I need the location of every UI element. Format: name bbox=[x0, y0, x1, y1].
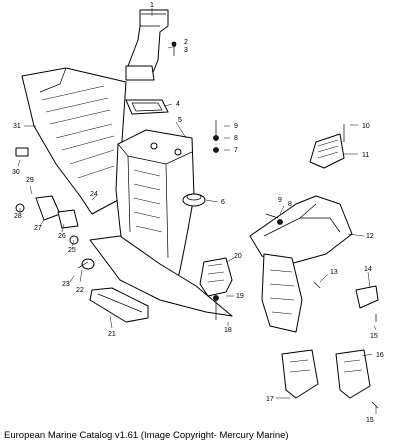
part-pump bbox=[199, 257, 233, 297]
callout-10: 10 bbox=[362, 123, 370, 130]
callout-7: 7 bbox=[234, 147, 238, 154]
part-washer bbox=[81, 258, 95, 270]
callout-14: 14 bbox=[364, 266, 372, 273]
callout-11: 11 bbox=[362, 152, 369, 159]
callout-29: 29 bbox=[26, 177, 34, 184]
callout-26: 26 bbox=[58, 233, 66, 240]
callout-4: 4 bbox=[176, 101, 180, 108]
callout-9a: 9 bbox=[234, 123, 238, 130]
callout-21: 21 bbox=[108, 331, 116, 338]
part-gasket bbox=[125, 99, 169, 115]
callout-24: 24 bbox=[90, 191, 98, 198]
callout-15b: 15 bbox=[366, 417, 374, 424]
callout-12: 12 bbox=[366, 233, 374, 240]
callout-31: 31 bbox=[13, 123, 21, 130]
callout-13: 13 bbox=[330, 269, 338, 276]
part-left-cowl bbox=[21, 67, 127, 215]
callout-8a: 8 bbox=[234, 135, 238, 142]
hardware-bolts bbox=[77, 41, 379, 409]
callout-8b: 8 bbox=[288, 201, 292, 208]
callout-28: 28 bbox=[14, 213, 22, 220]
leader-lines bbox=[17, 8, 377, 414]
callout-20: 20 bbox=[234, 253, 242, 260]
callout-23: 23 bbox=[62, 281, 70, 288]
part-shift-components bbox=[15, 147, 79, 245]
callout-30: 30 bbox=[12, 169, 20, 176]
callout-18: 18 bbox=[224, 327, 232, 334]
image-caption: European Marine Catalog v1.61 (Image Cop… bbox=[4, 430, 289, 441]
callout-labels: 1 2 3 4 5 6 7 8 9 10 11 9 8 12 13 14 15 … bbox=[12, 2, 384, 424]
callout-22: 22 bbox=[76, 287, 84, 294]
callout-5: 5 bbox=[178, 117, 182, 124]
callout-17: 17 bbox=[266, 396, 274, 403]
callout-25: 25 bbox=[68, 247, 76, 254]
part-exhaust-tube bbox=[125, 9, 169, 81]
part-lower-brackets bbox=[281, 349, 371, 399]
callout-27: 27 bbox=[34, 225, 42, 232]
callout-2: 2 bbox=[184, 39, 188, 46]
part-seal-ring bbox=[89, 287, 149, 323]
part-clip bbox=[355, 285, 379, 309]
callout-15a: 15 bbox=[370, 333, 378, 340]
part-cover bbox=[309, 133, 345, 169]
callout-1: 1 bbox=[150, 2, 154, 9]
callout-3: 3 bbox=[184, 47, 188, 54]
part-skeg-plate bbox=[89, 235, 233, 317]
callout-6: 6 bbox=[221, 199, 225, 206]
callout-19: 19 bbox=[236, 293, 244, 300]
callout-9b: 9 bbox=[278, 197, 282, 204]
part-swivel-bracket bbox=[249, 195, 353, 333]
callout-16: 16 bbox=[376, 352, 384, 359]
